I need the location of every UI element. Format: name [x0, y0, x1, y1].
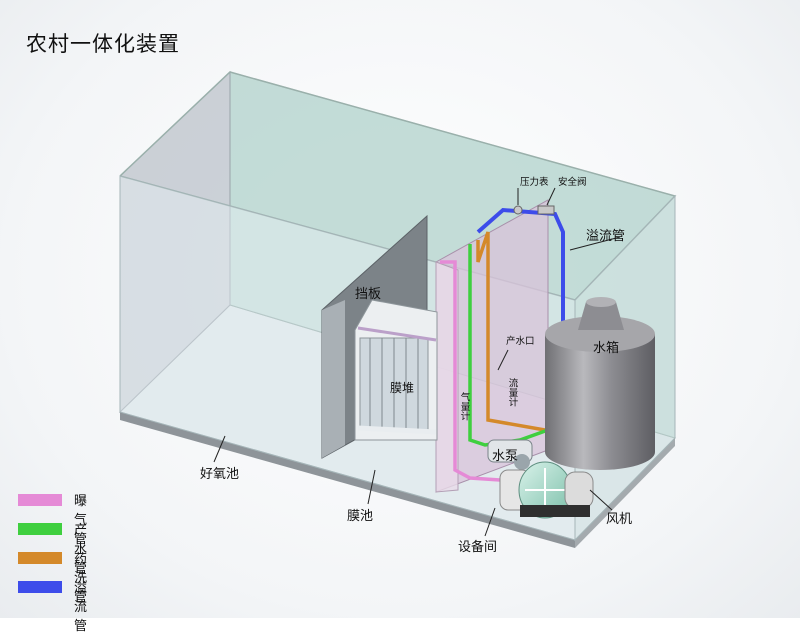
label-aerobic-tank: 好氧池 [200, 467, 239, 482]
label-equipment-room: 设备间 [458, 539, 497, 555]
label-flow-meter: 流量计 [507, 377, 519, 407]
base-slab-side [575, 438, 675, 548]
leader-membrane [367, 469, 376, 505]
label-blower: 风机 [606, 512, 632, 527]
leader-overflow [569, 236, 621, 251]
leader-outlet [497, 349, 509, 371]
label-baffle: 挡板 [355, 287, 381, 302]
blower [499, 461, 594, 519]
chemical-pipe-line [476, 231, 546, 432]
membrane-stack [354, 299, 438, 441]
label-safety-valve: 安全阀 [558, 176, 587, 188]
pressure-gauge-shape [513, 205, 523, 215]
overflow-pipe-line [476, 207, 565, 330]
aeration-pipe-line [440, 260, 501, 482]
product-pipe-line [468, 244, 549, 447]
label-water-pump: 水泵 [492, 449, 518, 464]
leader-equipment [484, 507, 496, 537]
leader-aerobic [213, 435, 226, 463]
legend-swatch [18, 494, 62, 506]
leader-safety [546, 187, 556, 206]
safety-valve-shape [537, 205, 555, 215]
label-water-outlet: 产水口 [506, 335, 535, 347]
legend-swatch [18, 552, 62, 564]
legend-label: 曝气管 [74, 494, 88, 547]
legend-label: 药洗管 [74, 552, 88, 605]
legend-label: 产水管 [74, 523, 88, 576]
base-slab-edge [120, 412, 575, 548]
label-membrane-stack: 膜堆 [390, 381, 414, 395]
label-membrane-tank: 膜池 [347, 509, 373, 524]
device-diagram: 压力表 安全阀 溢流管 挡板 水箱 产水口 流量计 气量计 膜堆 水泵 风机 好… [119, 70, 677, 555]
diagram-title: 农村一体化装置 [26, 32, 180, 56]
leader-blower [589, 489, 613, 511]
legend-swatch [18, 523, 62, 535]
baffle-face [322, 300, 345, 458]
label-overflow-pipe: 溢流管 [586, 229, 625, 244]
label-gas-meter: 气量计 [459, 391, 471, 421]
water-pump [487, 439, 533, 470]
legend-swatch [18, 581, 62, 593]
water-tank [545, 297, 655, 470]
label-pressure-gauge: 压力表 [520, 176, 549, 188]
label-water-tank: 水箱 [593, 340, 619, 356]
legend-label: 溢流管 [74, 581, 88, 634]
